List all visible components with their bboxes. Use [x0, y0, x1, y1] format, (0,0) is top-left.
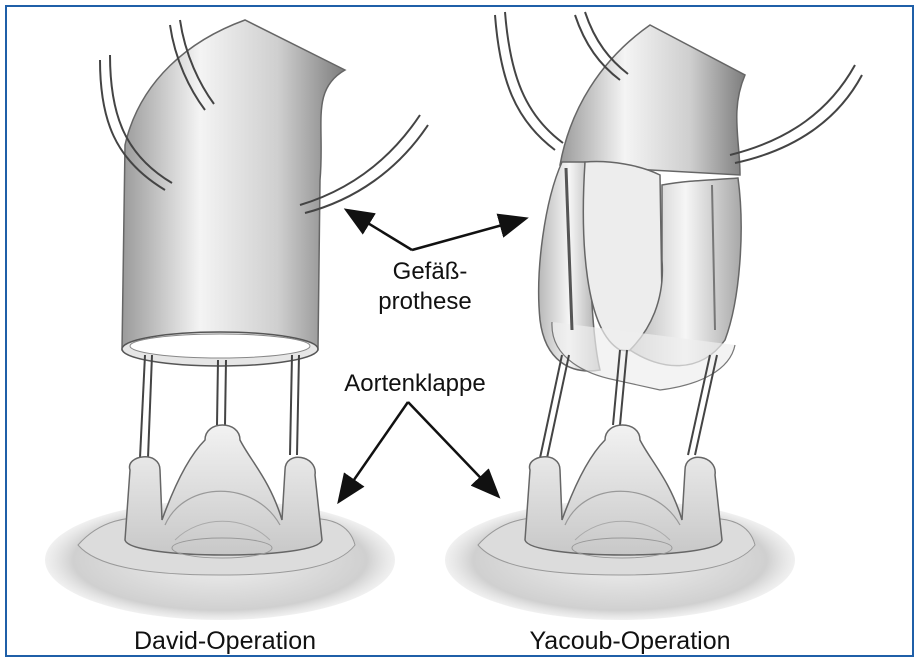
- yacoub-aortic-valve: [525, 425, 722, 558]
- caption-yacoub-operation: Yacoub-Operation: [495, 627, 765, 655]
- arrow-icon: [348, 211, 412, 250]
- david-graft: [122, 20, 345, 366]
- yacoub-graft: [539, 25, 745, 390]
- arrow-icon: [340, 402, 408, 500]
- valve-arrows: [340, 402, 497, 500]
- caption-david-operation: David-Operation: [100, 627, 350, 655]
- david-aortic-valve: [125, 425, 322, 558]
- graft-arrows: [348, 211, 524, 250]
- arrow-icon: [412, 219, 524, 250]
- graft-label-line2: prothese: [360, 288, 490, 316]
- graft-label-line1: Gefäß-: [375, 258, 485, 286]
- valve-label: Aortenklappe: [330, 370, 500, 398]
- arrow-icon: [408, 402, 497, 495]
